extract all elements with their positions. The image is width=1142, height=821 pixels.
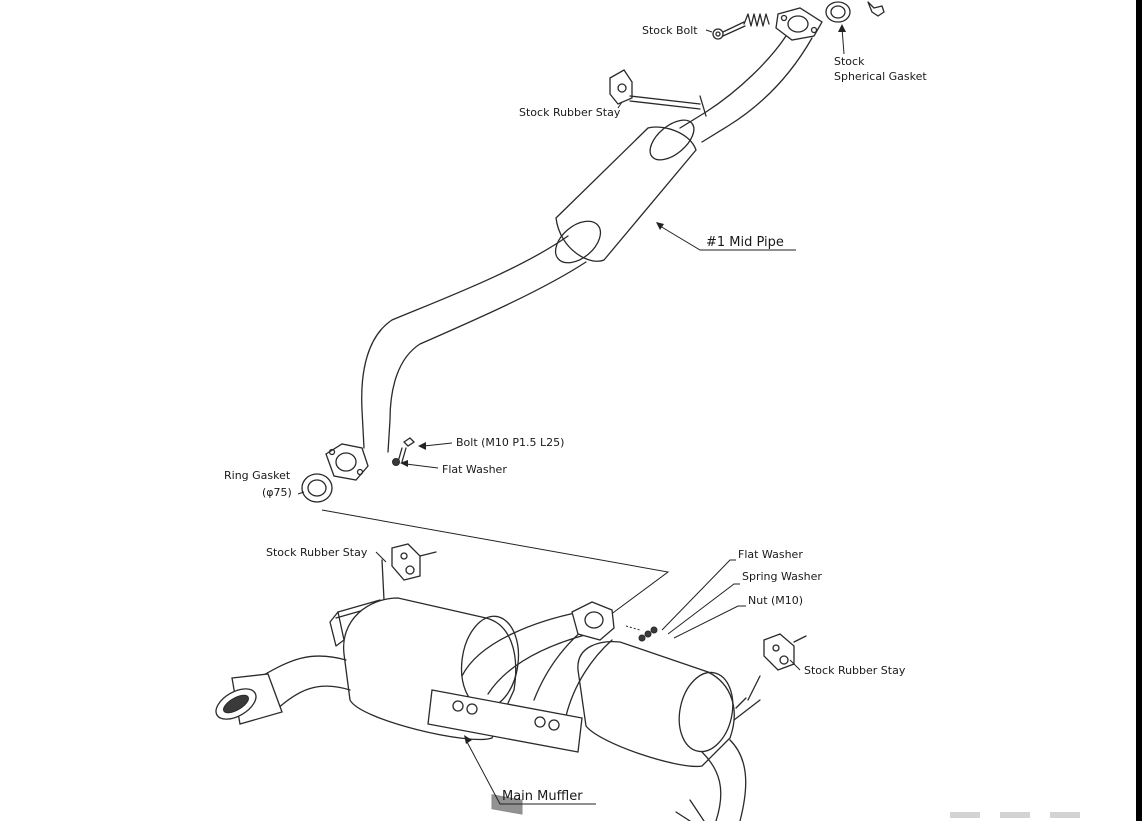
- left-tailpipe-tip: [215, 655, 351, 725]
- label-stock-rubber-stay-top: Stock Rubber Stay: [519, 106, 621, 119]
- label-mid-pipe: #1 Mid Pipe: [706, 235, 784, 250]
- rubber-stay-right: [733, 633, 807, 721]
- label-stock-spherical-gasket-2: Spherical Gasket: [834, 70, 927, 83]
- label-spring-washer: Spring Washer: [742, 570, 822, 583]
- mid-pipe-outlet-flange: [325, 443, 369, 481]
- label-stock-rubber-stay-left: Stock Rubber Stay: [266, 546, 368, 559]
- y-pipe-crossover: [461, 601, 615, 717]
- mid-pipe-tube-a: [361, 235, 569, 449]
- label-main-muffler: Main Muffler: [502, 789, 583, 804]
- label-flat-washer-mid: Flat Washer: [442, 463, 507, 476]
- spherical-gasket-part: [825, 1, 851, 23]
- right-tailpipe: [675, 739, 747, 821]
- label-stock-rubber-stay-right: Stock Rubber Stay: [804, 664, 906, 677]
- ring-gasket-part: [301, 473, 333, 503]
- flat-washer-mid-part: [392, 458, 400, 466]
- bolt-m10-part: [397, 437, 416, 463]
- top-stud-part: [867, 1, 885, 17]
- rubber-stay-top: [609, 69, 707, 117]
- label-stock-spherical-gasket-1: Stock: [834, 55, 865, 68]
- corner-marks: [950, 812, 1080, 818]
- label-nut: Nut (M10): [748, 594, 803, 607]
- assembly-guide-line: [321, 509, 670, 619]
- label-bolt: Bolt (M10 P1.5 L25): [456, 436, 564, 449]
- nut-washer-stack: [625, 625, 658, 642]
- label-ring-gasket-1: Ring Gasket: [224, 469, 291, 482]
- label-stock-bolt: Stock Bolt: [642, 24, 698, 37]
- mid-pipe-tube-b: [387, 261, 587, 453]
- main-muffler-right-can: [577, 640, 735, 768]
- stock-bolt-part: [712, 21, 746, 40]
- upstream-flange: [775, 7, 823, 41]
- inlet-pipe-lower: [701, 37, 813, 143]
- inlet-pipe: [679, 35, 787, 129]
- label-ring-gasket-2: (φ75): [262, 486, 292, 499]
- mid-pipe-resonator: [554, 119, 697, 264]
- spring-part: [743, 13, 770, 27]
- label-flat-washer-right: Flat Washer: [738, 548, 803, 561]
